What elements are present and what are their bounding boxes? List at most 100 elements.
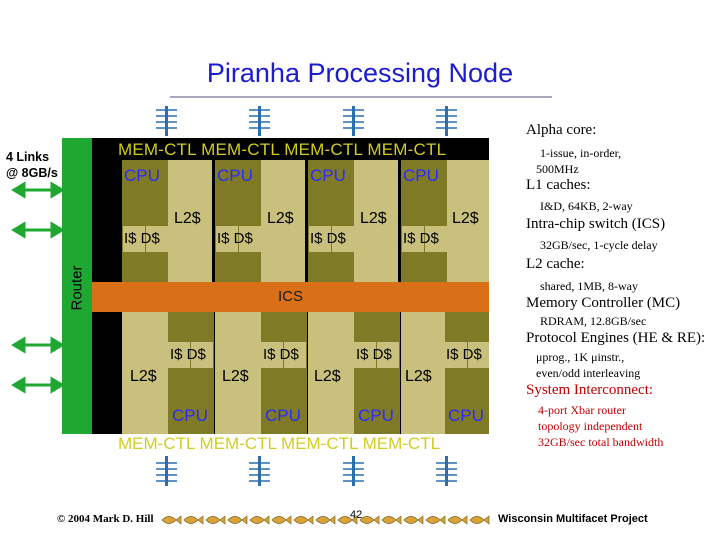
l2-bottom-1 [122, 312, 168, 434]
icache-bottom-1 [168, 342, 190, 368]
bus-top-2 [258, 106, 261, 136]
dcache-bottom-4 [468, 342, 489, 368]
ids-bottom-label-4: I$ D$ [446, 346, 482, 363]
bus-top-3 [352, 106, 355, 136]
cpu-bottom-2 [261, 312, 307, 434]
cpu-top-label-2: CPU [217, 166, 253, 185]
l2-top-label-2: L2$ [267, 210, 294, 227]
ids-bottom-label-1: I$ D$ [170, 346, 206, 363]
mem-ctl-bottom-label: MEM-CTL MEM-CTL MEM-CTL MEM-CTL [118, 434, 441, 453]
note-si-desc-3: 32GB/sec total bandwidth [538, 435, 664, 449]
icache-top-4 [402, 226, 424, 252]
ids-bottom-label-3: I$ D$ [356, 346, 392, 363]
cpu-bottom-4 [445, 312, 489, 434]
cpu-bottom-label-4: CPU [448, 406, 484, 425]
icache-bottom-3 [354, 342, 376, 368]
l2-top-label-1: L2$ [174, 210, 201, 227]
note-l2-desc: shared, 1MB, 8-way [540, 279, 638, 293]
l2-top-label-3: L2$ [360, 210, 387, 227]
dcache-bottom-3 [377, 342, 399, 368]
l2-top-3 [354, 160, 398, 282]
l2-bottom-label-3: L2$ [314, 368, 341, 385]
note-pe-desc-1: μprog., 1K μinstr., [536, 350, 625, 364]
title-underline [170, 96, 552, 98]
ids-top-label-3: I$ D$ [310, 230, 346, 247]
icache-top-1 [123, 226, 145, 252]
ics-bar [92, 282, 489, 312]
icache-bottom-4 [445, 342, 467, 368]
cpu-bottom-label-3: CPU [358, 406, 394, 425]
note-l1-caches: L1 caches: [526, 177, 591, 193]
note-alpha-core: Alpha core: [526, 122, 597, 138]
links-label: 4 Links @ 8GB/s [6, 149, 58, 181]
note-system-interconnect: System Interconnect: [526, 382, 654, 398]
note-memory-controller: Memory Controller (MC) [526, 295, 681, 311]
l2-top-4 [447, 160, 489, 282]
cpu-bottom-label-1: CPU [172, 406, 208, 425]
bus-bottom-4 [445, 456, 448, 486]
icache-top-3 [309, 226, 331, 252]
ics-label: ICS [277, 288, 303, 305]
note-ics-desc: 32GB/sec, 1-cycle delay [540, 238, 658, 252]
icache-top-2 [216, 226, 238, 252]
dcache-top-2 [239, 226, 261, 252]
l2-bottom-4 [401, 312, 445, 434]
note-mc-desc: RDRAM, 12.8GB/sec [540, 314, 647, 328]
link-arrows [11, 181, 65, 394]
l2-bottom-label-2: L2$ [222, 368, 249, 385]
dcache-top-4 [425, 226, 447, 252]
note-alpha-core-desc-2: 500MHz [536, 162, 579, 176]
cpu-top-label-1: CPU [124, 166, 160, 185]
l2-bottom-label-1: L2$ [130, 368, 157, 385]
footer-copyright: © 2004 Mark D. Hill [57, 513, 154, 525]
cpu-bottom-label-2: CPU [265, 406, 301, 425]
cpu-top-label-3: CPU [310, 166, 346, 185]
cpu-top-2 [215, 160, 261, 282]
ids-bottom-label-2: I$ D$ [263, 346, 299, 363]
footer-organization: Wisconsin Multifacet Project [498, 513, 648, 525]
note-alpha-core-desc-1: 1-issue, in-order, [540, 146, 622, 160]
dcache-top-3 [332, 226, 354, 252]
cpu-top-4 [401, 160, 447, 282]
remote-engine-label: RE [94, 368, 117, 385]
cpu-top-1 [122, 160, 168, 282]
slide-title: Piranha Processing Node [206, 58, 514, 88]
bus-top-4 [445, 106, 448, 136]
l2-bottom-label-4: L2$ [405, 368, 432, 385]
l2-bottom-2 [215, 312, 261, 434]
bus-top-1 [165, 106, 168, 136]
dcache-bottom-1 [191, 342, 213, 368]
note-pe-desc-2: even/odd interleaving [536, 366, 641, 380]
dcache-bottom-2 [284, 342, 306, 368]
l2-bottom-3 [308, 312, 354, 434]
mem-ctl-top-label: MEM-CTL MEM-CTL MEM-CTL MEM-CTL [118, 140, 447, 159]
ids-top-label-4: I$ D$ [403, 230, 439, 247]
l2-top-label-4: L2$ [452, 210, 479, 227]
note-ics: Intra-chip switch (ICS) [526, 216, 666, 232]
icache-bottom-2 [261, 342, 283, 368]
note-protocol-engines: Protocol Engines (HE & RE): [526, 330, 706, 346]
l2-top-1 [168, 160, 212, 282]
dcache-top-1 [146, 226, 168, 252]
l2-top-2 [261, 160, 305, 282]
home-engine-label: HE [94, 210, 117, 227]
cpu-top-label-4: CPU [403, 166, 439, 185]
links-label-line2: @ 8GB/s [6, 166, 58, 180]
page-number: 42 [350, 509, 363, 521]
note-l2-cache: L2 cache: [526, 256, 585, 272]
links-label-line1: 4 Links [6, 150, 50, 164]
note-si-desc-1: 4-port Xbar router [538, 403, 626, 417]
router-block [62, 138, 92, 434]
ids-top-label-1: I$ D$ [124, 230, 160, 247]
ids-top-label-2: I$ D$ [217, 230, 253, 247]
footer-fish-decoration [161, 515, 490, 525]
note-si-desc-2: topology independent [538, 419, 643, 433]
bus-bottom-3 [352, 456, 355, 486]
bus-bottom-1 [165, 456, 168, 486]
cpu-top-3 [308, 160, 354, 282]
note-l1-desc: I&D, 64KB, 2-way [540, 199, 633, 213]
cpu-bottom-3 [354, 312, 400, 434]
bus-bottom-2 [258, 456, 261, 486]
cpu-bottom-1 [168, 312, 214, 434]
